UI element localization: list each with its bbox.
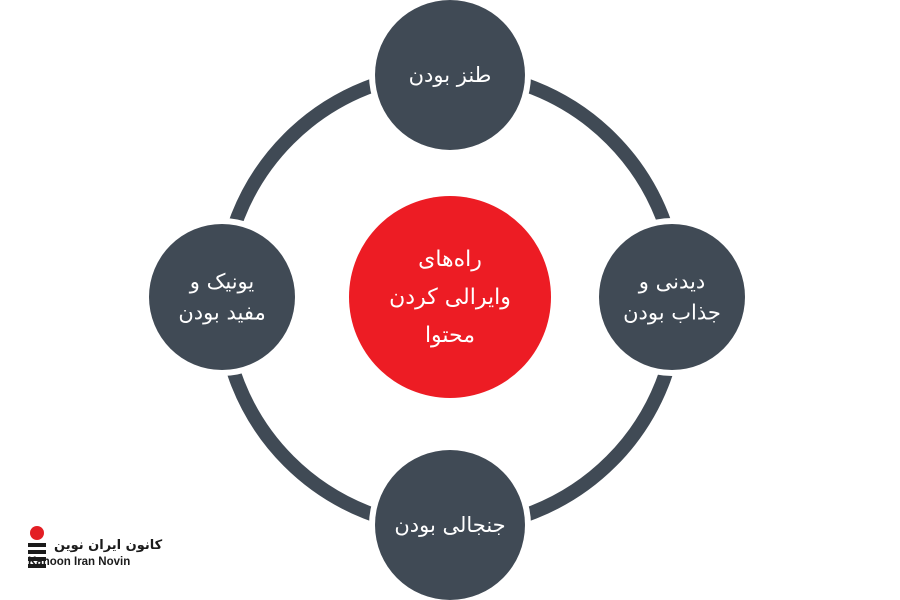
logo-persian-text: کانون ایران نوین — [54, 538, 163, 553]
node-top-label-line-1: طنز بودن — [409, 63, 492, 87]
logo-english-text: Kanoon Iran Novin — [28, 556, 131, 568]
node-right-label-line-1: دیدنی و — [638, 270, 705, 294]
node-top-circle — [375, 0, 525, 150]
node-right-circle — [599, 224, 745, 370]
node-bottom-label-line-1: جنجالی بودن — [394, 513, 505, 537]
outer-nodes: طنز بودن دیدنی و جذاب بودن جنجالی بودن یونیک… — [143, 0, 751, 600]
logo-bars — [28, 543, 46, 569]
center-node: راه‌های وایرالی کردن محتوا — [349, 196, 551, 398]
node-bottom: جنجالی بودن — [369, 444, 531, 600]
kanoon-iran-novin-logo: کانون ایران نوین Kanoon Iran Novin — [28, 526, 168, 574]
center-circle — [349, 196, 551, 398]
center-label-line-2: وایرالی کردن — [389, 285, 511, 310]
center-label-line-3: محتوا — [425, 323, 475, 348]
logo-mark-icon — [28, 526, 48, 572]
center-label-line-1: راه‌های — [418, 247, 482, 272]
node-right: دیدنی و جذاب بودن — [593, 218, 751, 376]
node-left-label-line-2: مفید بودن — [178, 301, 265, 325]
node-right-label-line-2: جذاب بودن — [623, 301, 721, 325]
node-left: یونیک و مفید بودن — [143, 218, 301, 376]
node-top: طنز بودن — [369, 0, 531, 156]
node-bottom-circle — [375, 450, 525, 600]
node-left-label-line-1: یونیک و — [189, 270, 255, 294]
node-left-circle — [149, 224, 295, 370]
logo-red-dot — [30, 526, 44, 540]
